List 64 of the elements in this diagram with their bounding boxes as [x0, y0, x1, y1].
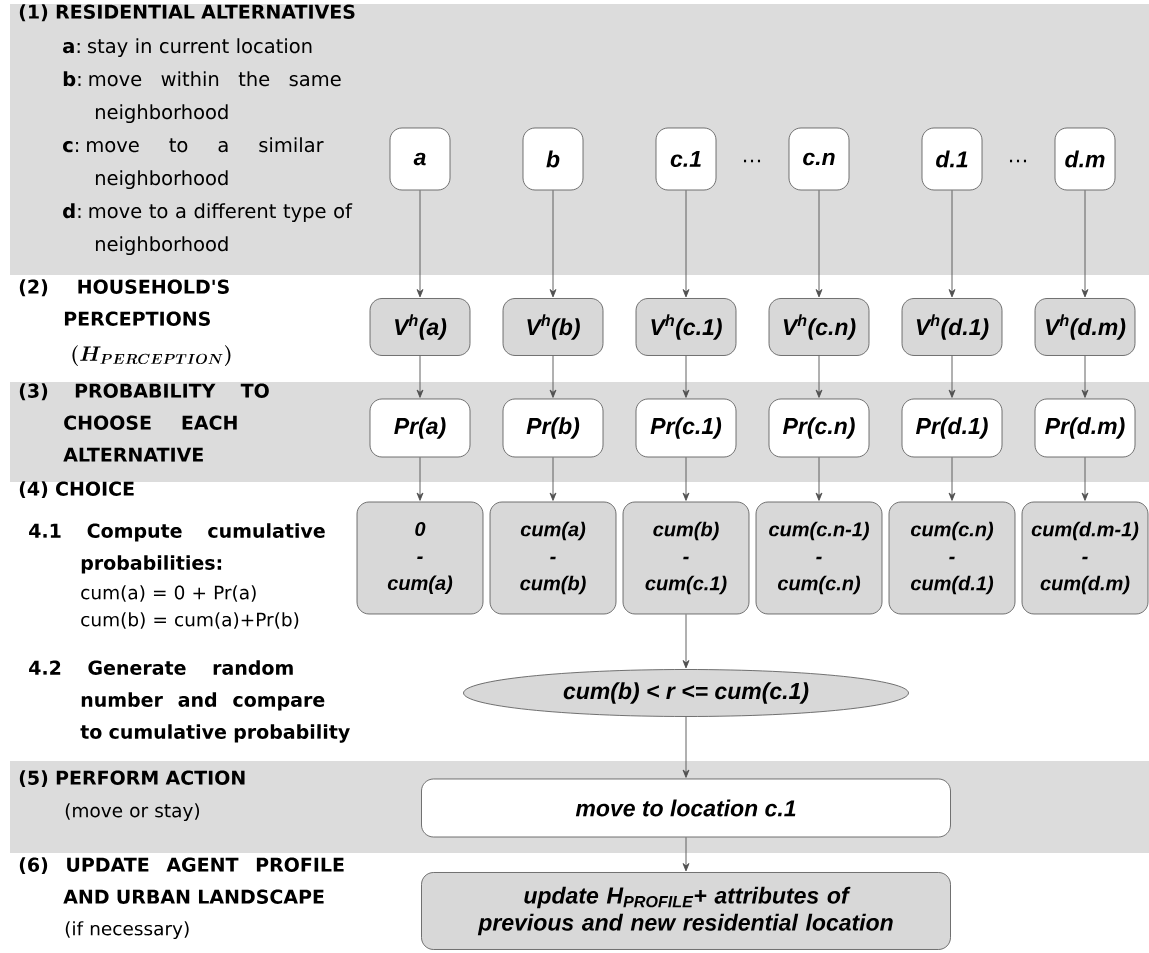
arrow [416, 355, 424, 398]
arrow [948, 456, 956, 501]
cumulative-range-box: cum(a) - cum(b) [489, 501, 617, 615]
probability-box: Pr(d.m) [1034, 398, 1136, 458]
arrow [416, 456, 424, 501]
alternative-box: a [389, 127, 451, 191]
arrow [682, 836, 690, 872]
alternative-box: d.1 [921, 127, 983, 191]
arrow [416, 189, 424, 298]
formula-text: cum(b) = cum(a)+Pr(b) [81, 612, 299, 629]
cumulative-range-box: cum(d.m-1) - cum(d.m) [1021, 501, 1149, 615]
probability-box: Pr(d.1) [901, 398, 1003, 458]
arrow [815, 189, 823, 298]
alternative-box: c.1 [655, 127, 717, 191]
update-box: update H$_{PROFILE}$+ attributes of previous and new residential location [421, 872, 951, 950]
arrow [682, 456, 690, 501]
step-heading: 4.1 Compute cumulative probabilities: [29, 523, 325, 574]
ellipsis: … [1010, 159, 1027, 163]
probability-box: Pr(c.n) [768, 398, 870, 458]
alternative-description: d: move to a different type of neighborhood [63, 203, 353, 256]
cumulative-range-box: cum(c.n) - cum(d.1) [888, 501, 1016, 615]
arrow [682, 613, 690, 669]
stage-note: (if necessary) [65, 921, 189, 940]
stage-heading: (2) HOUSEHOLD'S PERCEPTIONS [19, 279, 229, 326]
ellipsis: … [744, 159, 761, 163]
arrow [948, 355, 956, 398]
stage-heading: (3) PROBABILITY TO CHOOSE EACH ALTERNATIVE [19, 383, 269, 462]
stage-heading: (1) RESIDENTIAL ALTERNATIVES [19, 4, 355, 22]
alternative-box: b [522, 127, 584, 191]
stage-note: (move or stay) [65, 803, 200, 822]
arrow [815, 355, 823, 398]
arrow [948, 189, 956, 298]
perception-box: V$^{h}$(b) [502, 298, 604, 356]
arrow [682, 355, 690, 398]
arrow [549, 456, 557, 501]
probability-box: Pr(c.1) [635, 398, 737, 458]
arrow [682, 189, 690, 298]
arrow [549, 355, 557, 398]
arrow [682, 716, 690, 778]
formula-text: cum(a) = 0 + Pr(a) [81, 585, 256, 602]
cumulative-range-box: cum(b) - cum(c.1) [622, 501, 750, 615]
arrow [1081, 355, 1089, 398]
cumulative-range-box: 0 - cum(a) [356, 501, 484, 615]
arrow [549, 189, 557, 298]
alternative-description: a: stay in current location [63, 38, 312, 58]
perception-box: V$^{h}$(a) [369, 298, 471, 356]
arrow [1081, 456, 1089, 501]
perception-box: V$^{h}$(d.m) [1034, 298, 1136, 356]
arrow [1081, 189, 1089, 298]
perception-box: V$^{h}$(d.1) [901, 298, 1003, 356]
alternative-box: c.n [788, 127, 850, 191]
probability-box: Pr(b) [502, 398, 604, 458]
perception-box: V$^{h}$(c.1) [635, 298, 737, 356]
step-heading: 4.2 Generate random number and compare to cumulative probability [29, 660, 350, 743]
action-box: move to location c.1 [421, 778, 951, 838]
stage-heading: (4) CHOICE [19, 481, 134, 499]
cumulative-range-box: cum(c.n-1) - cum(c.n) [755, 501, 883, 615]
alternative-box: d.m [1054, 127, 1116, 191]
arrow [815, 456, 823, 501]
stage-heading: (5) PERFORM ACTION [19, 770, 245, 788]
perception-box: V$^{h}$(c.n) [768, 298, 870, 356]
stage-heading: (6) UPDATE AGENT PROFILE AND URBAN LANDSCAPE [19, 857, 344, 904]
stage-heading: $(H_{PERCEPTION})$ [72, 345, 231, 366]
probability-box: Pr(a) [369, 398, 471, 458]
